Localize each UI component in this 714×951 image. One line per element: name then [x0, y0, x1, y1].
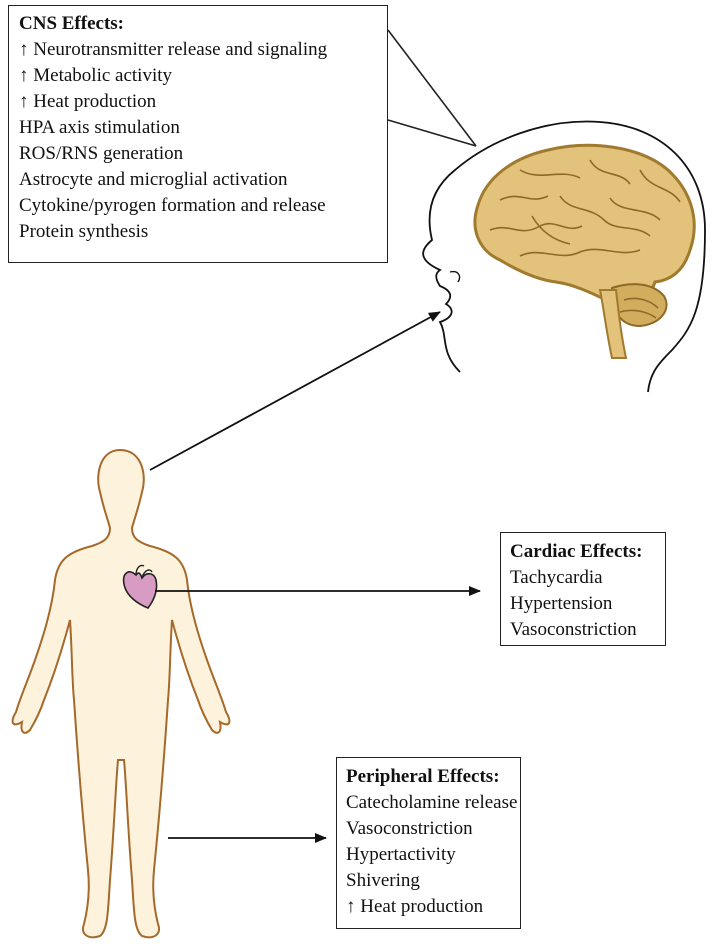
cns-effects-title: CNS Effects:: [19, 13, 125, 34]
heart-icon: [122, 564, 158, 609]
cns-effect-item: HPA axis stimulation: [19, 117, 180, 138]
peripheral-effect-item: Vasoconstriction: [346, 818, 473, 839]
arrow-body-to-brain: [149, 311, 441, 471]
peripheral-effects-title: Peripheral Effects:: [346, 766, 500, 787]
cns-effect-item: ↑ Neurotransmitter release and signaling: [19, 39, 328, 60]
cardiac-effects-title: Cardiac Effects:: [510, 541, 643, 562]
cardiac-effect-item: Hypertension: [510, 593, 613, 614]
cns-effect-item: Astrocyte and microglial activation: [19, 169, 288, 190]
cns-effect-item: ↑ Heat production: [19, 91, 157, 112]
cns-effect-item: Protein synthesis: [19, 221, 149, 242]
peripheral-effects-box: Peripheral Effects: Catecholamine releas…: [336, 757, 521, 929]
peripheral-effect-item: ↑ Heat production: [346, 896, 484, 917]
peripheral-effect-item: Hypertactivity: [346, 844, 456, 865]
cns-effect-item: ↑ Metabolic activity: [19, 65, 173, 86]
cns-effect-item: ROS/RNS generation: [19, 143, 184, 164]
peripheral-effect-item: Shivering: [346, 870, 420, 891]
cns-effects-box: CNS Effects: ↑ Neurotransmitter release …: [8, 5, 388, 263]
cardiac-effect-item: Tachycardia: [510, 567, 603, 588]
human-body: [11, 448, 231, 939]
peripheral-effect-item: Catecholamine release: [346, 792, 518, 813]
cns-effect-item: Cytokine/pyrogen formation and release: [19, 195, 326, 216]
cardiac-effects-box: Cardiac Effects: Tachycardia Hypertensio…: [500, 532, 666, 646]
brain-illustration: [473, 143, 696, 359]
head-profile: [422, 120, 706, 393]
cns-callout-wedge: [387, 29, 477, 147]
cardiac-effect-item: Vasoconstriction: [510, 619, 637, 640]
